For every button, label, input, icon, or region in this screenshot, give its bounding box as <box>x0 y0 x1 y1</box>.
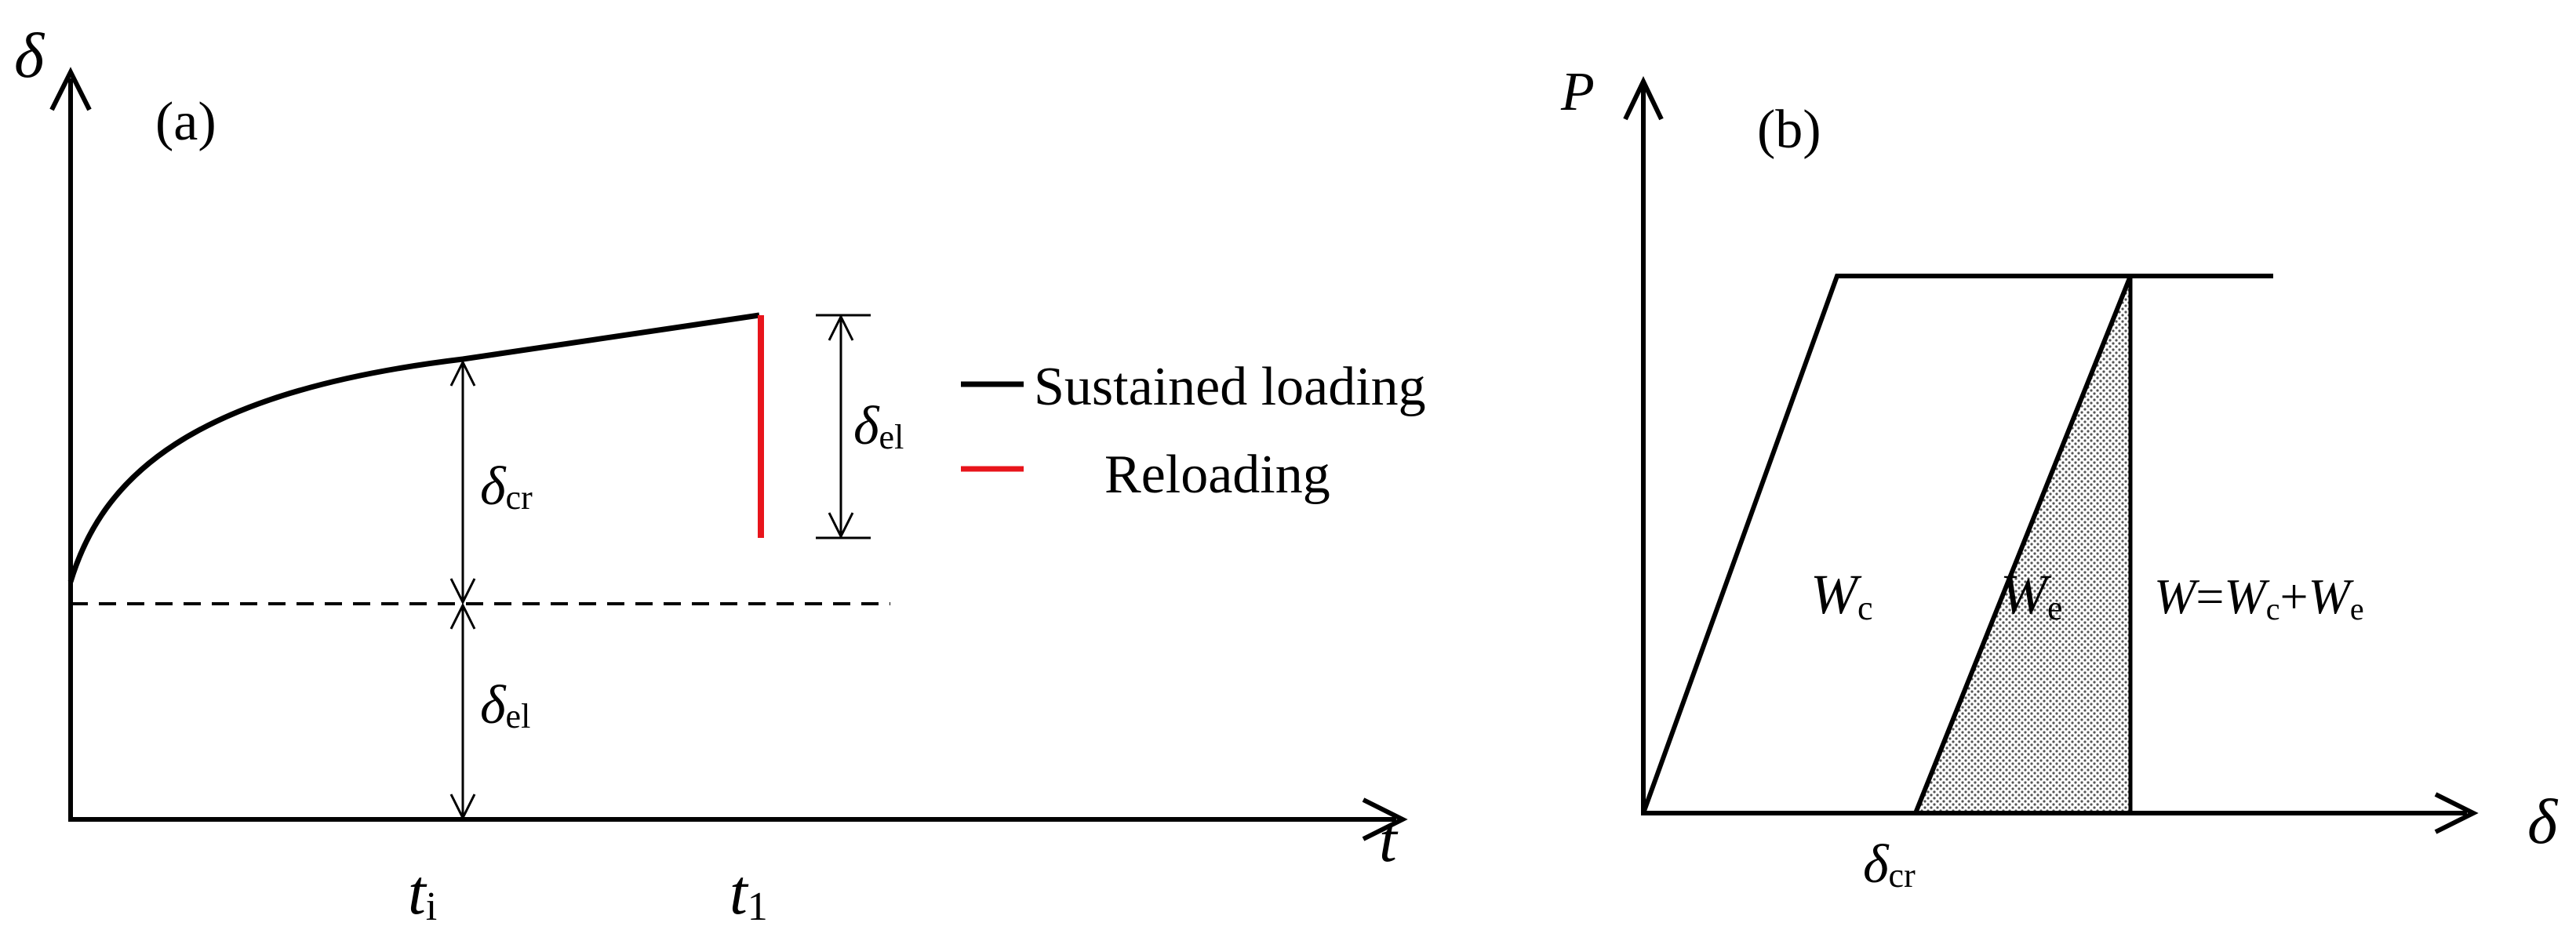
delta-cr-label: δcr <box>480 456 533 517</box>
delta-cr-tick-label: δcr <box>1863 834 1916 895</box>
panel-a-y-axis <box>49 67 92 819</box>
delta-el-right-label: δel <box>853 396 904 456</box>
unloading-line <box>1913 274 2133 815</box>
legend-label-reloading: Reloading <box>1104 445 1330 505</box>
panel-b-y-axis <box>1623 76 1664 813</box>
delta-el-right-dimension-arrow <box>816 314 871 539</box>
panel-a-label: (a) <box>155 92 216 152</box>
legend: Sustained loading Reloading <box>961 357 1426 505</box>
sustained-loading-curve <box>67 312 760 583</box>
tick-label-t1: t1 <box>730 856 768 929</box>
We-label: We <box>2000 563 2063 627</box>
panel-a-x-axis-label: t <box>1379 804 1399 875</box>
panel-b: P (b) δ Wc We W=Wc+We δcr <box>1560 62 2559 895</box>
delta-el-lower-dimension-arrow <box>449 602 476 821</box>
panel-b-y-axis-label: P <box>1560 62 1595 122</box>
panel-a-y-axis-label: δ <box>14 20 45 91</box>
legend-label-sustained: Sustained loading <box>1034 357 1426 417</box>
panel-b-x-axis-label: δ <box>2527 786 2559 857</box>
panel-a: δ (a) t ti t1 δcr δe <box>14 20 1426 929</box>
tick-label-ti: ti <box>408 856 437 929</box>
delta-el-lower-label: δel <box>480 675 530 735</box>
delta-cr-dimension-arrow <box>449 359 476 605</box>
panel-a-x-axis <box>68 797 1408 841</box>
panel-b-label: (b) <box>1757 100 1821 160</box>
panel-b-x-axis <box>1641 792 2479 834</box>
Wc-label: Wc <box>1810 563 1873 627</box>
W-total-label: W=Wc+We <box>2154 568 2364 626</box>
loading-path <box>1641 274 2273 815</box>
